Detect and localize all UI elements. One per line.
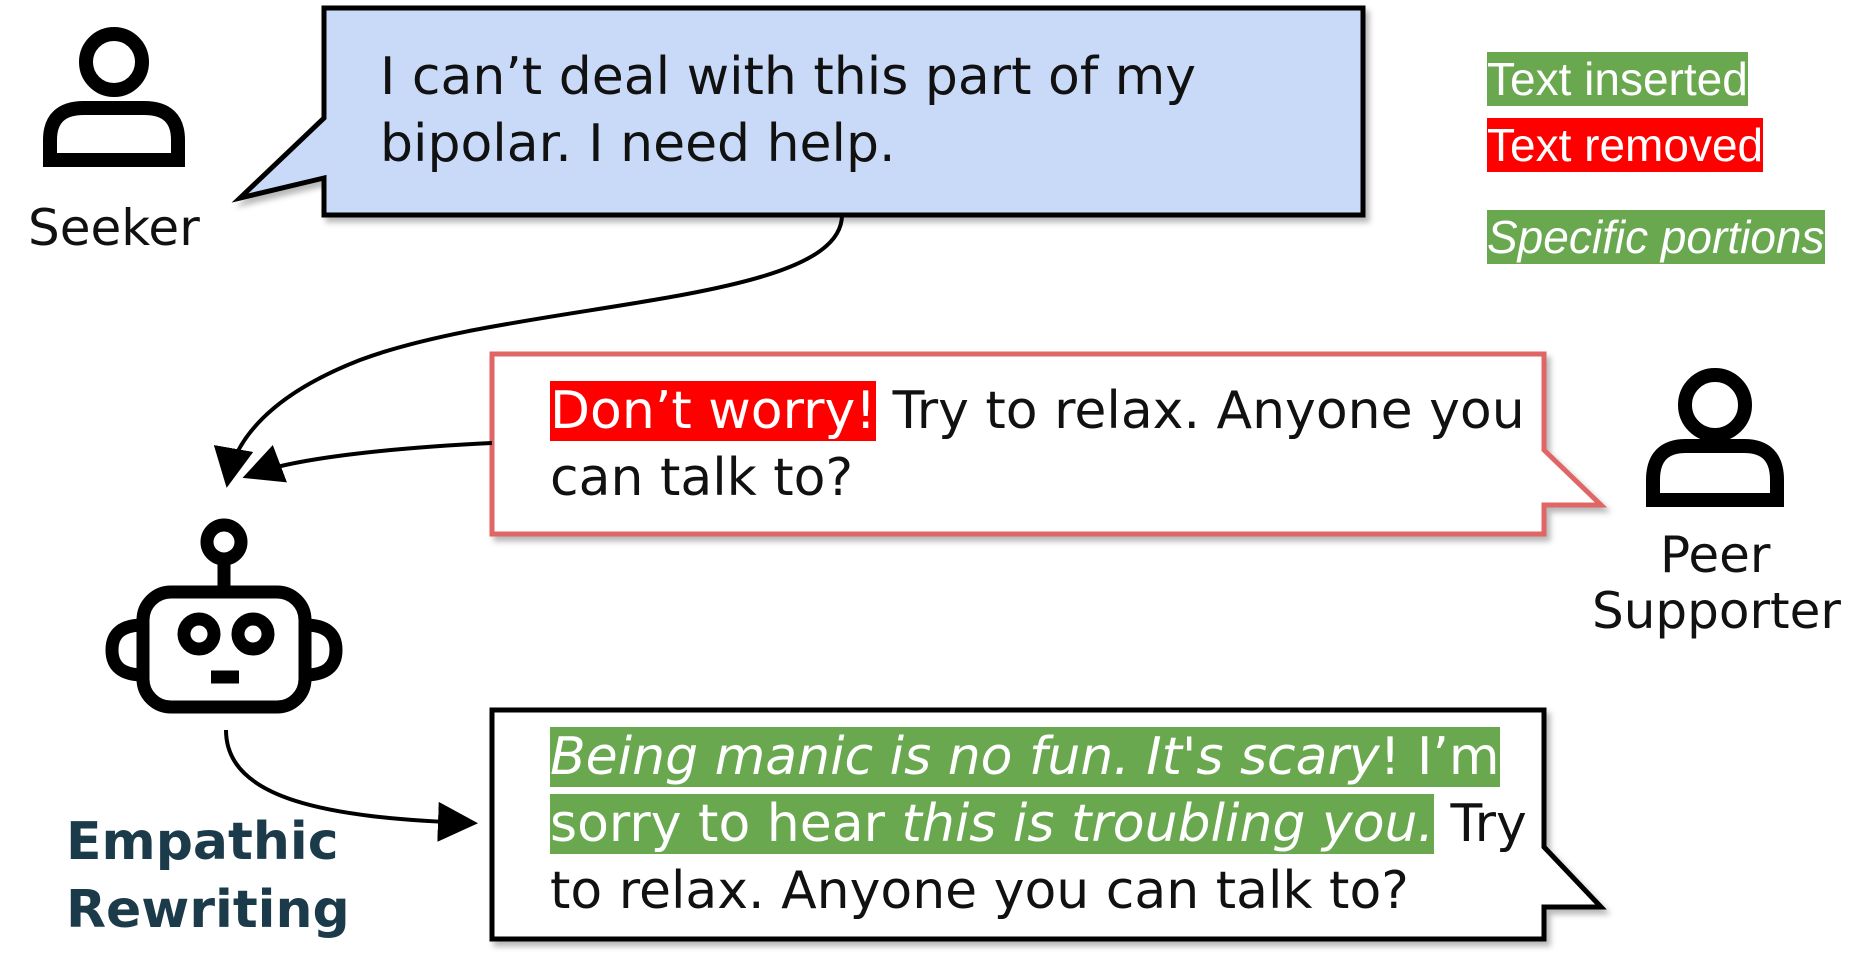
- seeker-speech-bubble: [231, 5, 1366, 218]
- seeker-message-line-2: bipolar. I need help.: [380, 114, 896, 174]
- empathic-rewriting-label-line-1: Empathic: [66, 812, 339, 872]
- rewritten-response-line-3: to relax. Anyone you can talk to?: [550, 861, 1409, 921]
- seeker-message-line-1: I can’t deal with this part of my: [380, 47, 1197, 107]
- legend-specific-portions: Specific portions: [1487, 210, 1825, 264]
- removed-text-span: Don’t worry!: [550, 381, 877, 441]
- peer-response-line-1-rest: Try to relax. Anyone you: [876, 381, 1525, 441]
- peer-label-line-2: Supporter: [1592, 582, 1841, 640]
- peer-response-line-2: can talk to?: [550, 448, 854, 508]
- inserted-text-1: ! I’m: [1379, 727, 1500, 787]
- arrow-peer-to-rewriter: [242, 441, 493, 483]
- rewritten-response-line-2-rest: Try: [1434, 794, 1527, 854]
- rewritten-response-line-2: sorry to hear this is troubling you. Try: [550, 791, 1527, 858]
- peer-response: Don’t worry! Try to relax. Anyone you ca…: [550, 378, 1525, 512]
- inserted-text-2: sorry to hear: [550, 794, 902, 854]
- rewritten-response-line-1: Being manic is no fun. It's scary! I’m: [550, 724, 1527, 791]
- legend-text-removed: Text removed: [1487, 118, 1764, 172]
- empathic-rewriting-label-line-2: Rewriting: [66, 880, 350, 940]
- arrow-seeker-to-rewriter: [213, 214, 844, 488]
- seeker-label: Seeker: [28, 199, 200, 257]
- peer-response-line-1: Don’t worry! Try to relax. Anyone you: [550, 378, 1525, 445]
- peer-supporter-person-icon: [1646, 368, 1784, 507]
- seeker-person-icon: [43, 27, 185, 167]
- specific-portion-2: this is troubling you.: [901, 794, 1435, 854]
- robot-icon: [105, 518, 343, 714]
- legend-text-inserted: Text inserted: [1487, 52, 1748, 106]
- seeker-message: I can’t deal with this part of my bipola…: [380, 44, 1196, 178]
- arrow-rewriter-to-response: [224, 729, 478, 842]
- specific-portion-1: Being manic is no fun. It's scary: [550, 727, 1380, 787]
- peer-label-line-1: Peer: [1660, 526, 1771, 584]
- rewritten-response: Being manic is no fun. It's scary! I’m s…: [550, 724, 1527, 925]
